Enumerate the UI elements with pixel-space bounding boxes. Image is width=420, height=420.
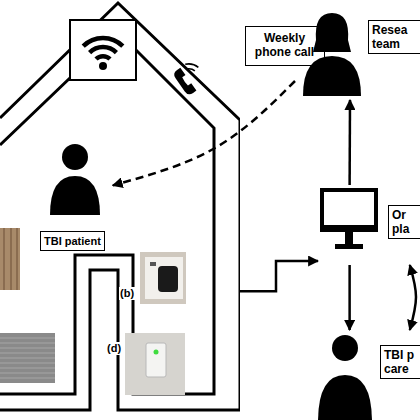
connector-arrow bbox=[348, 265, 351, 330]
person-icon bbox=[50, 144, 100, 215]
computer-node: Or pla bbox=[318, 185, 420, 265]
photo-background bbox=[0, 333, 55, 383]
callout-box: Weekly phone call bbox=[245, 26, 325, 66]
person-node: Resea team bbox=[295, 5, 420, 100]
node-label: TBI p care bbox=[380, 345, 420, 379]
smart-plug bbox=[158, 266, 178, 292]
callout-letter: (d) bbox=[106, 342, 122, 355]
photo bbox=[0, 228, 20, 290]
node-label: Resea team bbox=[368, 20, 420, 54]
photo-texture bbox=[4, 228, 17, 290]
wifi-arc bbox=[90, 47, 117, 53]
person-node: TBI p care bbox=[318, 330, 420, 420]
wifi-dot bbox=[99, 62, 107, 70]
wifi-arc bbox=[83, 38, 123, 46]
node-label: TBI patient bbox=[40, 231, 105, 251]
house-wall bbox=[0, 32, 214, 394]
person-body bbox=[50, 176, 100, 215]
monitor-base bbox=[335, 244, 363, 249]
wifi-arc bbox=[96, 56, 110, 59]
motion-sensor bbox=[146, 343, 166, 377]
photo bbox=[140, 252, 186, 304]
photo-background bbox=[125, 333, 185, 395]
computer-icon bbox=[320, 188, 378, 249]
sensor-light bbox=[154, 350, 159, 355]
connector-arrow bbox=[348, 100, 351, 185]
photo-texture bbox=[0, 338, 55, 378]
wifi-icon bbox=[70, 20, 136, 80]
person-body bbox=[318, 375, 372, 420]
phone-icon bbox=[172, 59, 209, 96]
photo bbox=[125, 333, 185, 395]
person-icon bbox=[318, 335, 372, 420]
socket-plate bbox=[145, 257, 183, 299]
phone-wave bbox=[187, 66, 195, 74]
photo bbox=[0, 333, 55, 383]
connector-arrow bbox=[240, 261, 318, 291]
connector-arrow bbox=[410, 265, 416, 330]
photo-background bbox=[0, 228, 20, 290]
phone-handset bbox=[172, 68, 196, 97]
monitor-screen bbox=[324, 192, 374, 225]
node-label: Or pla bbox=[388, 205, 420, 239]
photo-background bbox=[140, 252, 186, 304]
person-hair bbox=[313, 13, 351, 52]
person-head bbox=[332, 335, 358, 361]
house-outline: TBI patient bbox=[0, 0, 240, 412]
house-wall bbox=[0, 3, 240, 410]
monitor-frame bbox=[320, 188, 378, 232]
person-body bbox=[303, 56, 361, 96]
wifi-box bbox=[70, 20, 136, 80]
phone-wave bbox=[185, 59, 198, 72]
person-icon bbox=[303, 13, 361, 96]
node-label: Weekly phone call bbox=[250, 31, 319, 59]
socket-switch bbox=[150, 262, 156, 266]
connector-arrow bbox=[113, 81, 295, 185]
house-shape bbox=[0, 0, 240, 412]
person-head bbox=[320, 20, 344, 44]
monitor-stand bbox=[345, 232, 353, 244]
person-head bbox=[62, 144, 88, 170]
